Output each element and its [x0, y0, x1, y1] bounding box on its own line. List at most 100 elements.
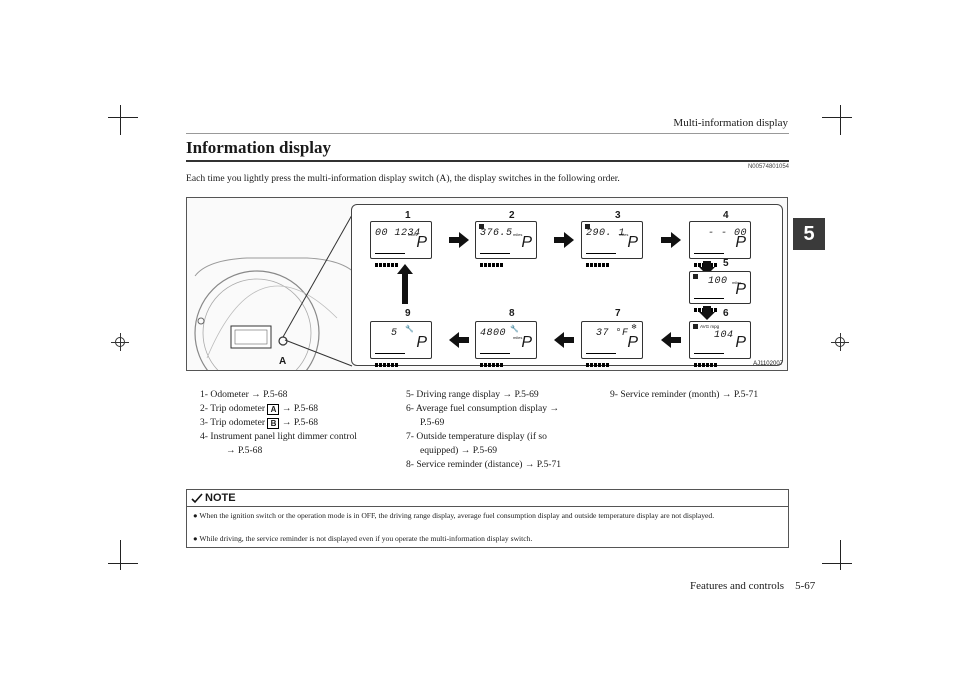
- gear-p-indicator: P: [627, 234, 638, 251]
- lcd-unit: miles: [408, 232, 418, 237]
- display-sequence-figure: A 1 00 1234 miles P 2 376.5 miles P 3 29…: [186, 197, 788, 371]
- note-item: ● While driving, the service reminder is…: [193, 534, 533, 543]
- lcd-value: 4800: [480, 328, 507, 339]
- screen-number: 5: [723, 258, 729, 269]
- fuel-gauge-icon: [375, 249, 405, 267]
- lcd-value: 5: [391, 328, 398, 339]
- list-text: Trip odometer: [210, 417, 268, 428]
- list-text: equipped) → P.5-69: [420, 445, 498, 456]
- screen-number: 8: [509, 308, 515, 319]
- lcd-screen-service-month: 5 🔧 P: [370, 321, 432, 367]
- arrow-left-icon: [449, 332, 469, 348]
- crop-mark: [108, 117, 138, 118]
- list-text: Instrument panel light dimmer control: [210, 431, 357, 442]
- crop-mark: [822, 117, 852, 118]
- screen-number: 7: [615, 308, 621, 319]
- note-text: When the ignition switch or the operatio…: [199, 511, 715, 520]
- marker-icon: [693, 274, 698, 279]
- gear-p-indicator: P: [735, 281, 746, 298]
- item-list-col2: 5- Driving range display → P.5-69 6- Ave…: [406, 388, 586, 472]
- registration-mark-icon: [831, 333, 849, 351]
- list-id: 1-: [200, 389, 208, 400]
- snowflake-icon: ❄: [631, 323, 637, 331]
- fuel-gauge-icon: [694, 349, 724, 367]
- lcd-screen-trip-a: 376.5 miles P: [475, 221, 537, 267]
- list-text: Service reminder (distance) → P.5-71: [416, 459, 562, 470]
- page-footer: Features and controls 5-67: [690, 580, 816, 592]
- list-item: 3- Trip odometer B → P.5-68: [200, 416, 390, 430]
- list-item: 7- Outside temperature display (if so equ…: [406, 430, 586, 458]
- title-rule: [186, 160, 789, 162]
- list-item: 9- Service reminder (month) → P.5-71: [610, 388, 790, 402]
- lcd-screen-avg-fuel: AVG mpg 104 P: [689, 321, 751, 367]
- lcd-value: 100: [708, 276, 728, 287]
- fuel-gauge-icon: [480, 249, 510, 267]
- note-label: NOTE: [205, 492, 236, 504]
- crop-mark: [120, 105, 121, 135]
- list-text: Service reminder (month) → P.5-71: [620, 389, 759, 400]
- screen-number: 2: [509, 210, 515, 221]
- list-item: 1- Odometer → P.5-68: [200, 388, 390, 402]
- arrow-right-icon: [661, 232, 681, 248]
- note-item: ● When the ignition switch or the operat…: [193, 511, 715, 520]
- list-item: 8- Service reminder (distance) → P.5-71: [406, 458, 586, 472]
- lcd-screen-driving-range: 100 miles P: [689, 271, 751, 312]
- gear-p-indicator: P: [521, 334, 532, 351]
- list-text: Outside temperature display (if so: [416, 431, 547, 442]
- fuel-gauge-icon: [586, 349, 616, 367]
- list-text: P.5-69: [420, 417, 445, 428]
- lcd-value: - - 00: [708, 228, 748, 239]
- arrow-down-icon: [699, 261, 715, 275]
- list-text: → P.5-68: [226, 445, 263, 456]
- lcd-unit: miles: [732, 280, 742, 285]
- lcd-value: 376.5: [480, 228, 513, 239]
- lcd-screen-outside-temp: 37 °F ❄ P: [581, 321, 643, 367]
- marker-icon: [693, 324, 698, 329]
- list-text: Odometer → P.5-68: [210, 389, 288, 400]
- list-id: 3-: [200, 417, 208, 428]
- screen-number: 1: [405, 210, 411, 221]
- screen-number: 6: [723, 308, 729, 319]
- list-id: 6-: [406, 403, 414, 414]
- list-text: Trip odometer: [210, 403, 268, 414]
- wrench-icon: 🔧: [405, 325, 414, 333]
- registration-mark-icon: [111, 333, 129, 351]
- wrench-icon: 🔧: [510, 325, 519, 333]
- list-id: 9-: [610, 389, 618, 400]
- trip-b-marker-icon: [585, 224, 590, 229]
- lcd-unit: miles: [513, 335, 523, 340]
- section-code: N00574801054: [747, 164, 789, 170]
- chapter-tab: 5: [793, 218, 825, 250]
- gear-p-indicator: P: [627, 334, 638, 351]
- list-text: Average fuel consumption display →: [415, 403, 560, 414]
- gear-p-indicator: P: [521, 234, 532, 251]
- list-item: 6- Average fuel consumption display → P.5…: [406, 402, 586, 430]
- fuel-gauge-icon: [586, 249, 616, 267]
- list-text: → P.5-68: [279, 403, 319, 414]
- lcd-value: 104: [714, 330, 734, 341]
- list-text: → P.5-68: [279, 417, 319, 428]
- lcd-value: 37 °F: [596, 328, 629, 339]
- running-title: Multi-information display: [673, 117, 788, 129]
- crop-mark: [840, 105, 841, 135]
- list-id: 7-: [406, 431, 414, 442]
- list-id: 5-: [406, 389, 414, 400]
- lcd-screen-service-distance: 4800 🔧 miles P: [475, 321, 537, 367]
- lcd-screen-trip-b: 290. 1 miles P: [581, 221, 643, 267]
- note-header: NOTE: [187, 490, 789, 507]
- list-id: 2-: [200, 403, 208, 414]
- list-item: 2- Trip odometer A → P.5-68: [200, 402, 390, 416]
- note-text: While driving, the service reminder is n…: [199, 534, 533, 543]
- trip-a-marker-icon: [479, 224, 484, 229]
- arrow-up-icon: [397, 264, 413, 304]
- switch-a-label: A: [279, 356, 287, 367]
- list-id: 4-: [200, 431, 208, 442]
- gear-p-indicator: P: [416, 234, 427, 251]
- list-text: Driving range display → P.5-69: [416, 389, 539, 400]
- screen-number: 4: [723, 210, 729, 221]
- fuel-gauge-icon: [694, 249, 724, 267]
- crop-mark: [822, 563, 852, 564]
- crop-mark: [120, 540, 121, 570]
- lcd-unit: AVG mpg: [700, 324, 720, 329]
- crop-mark: [840, 540, 841, 570]
